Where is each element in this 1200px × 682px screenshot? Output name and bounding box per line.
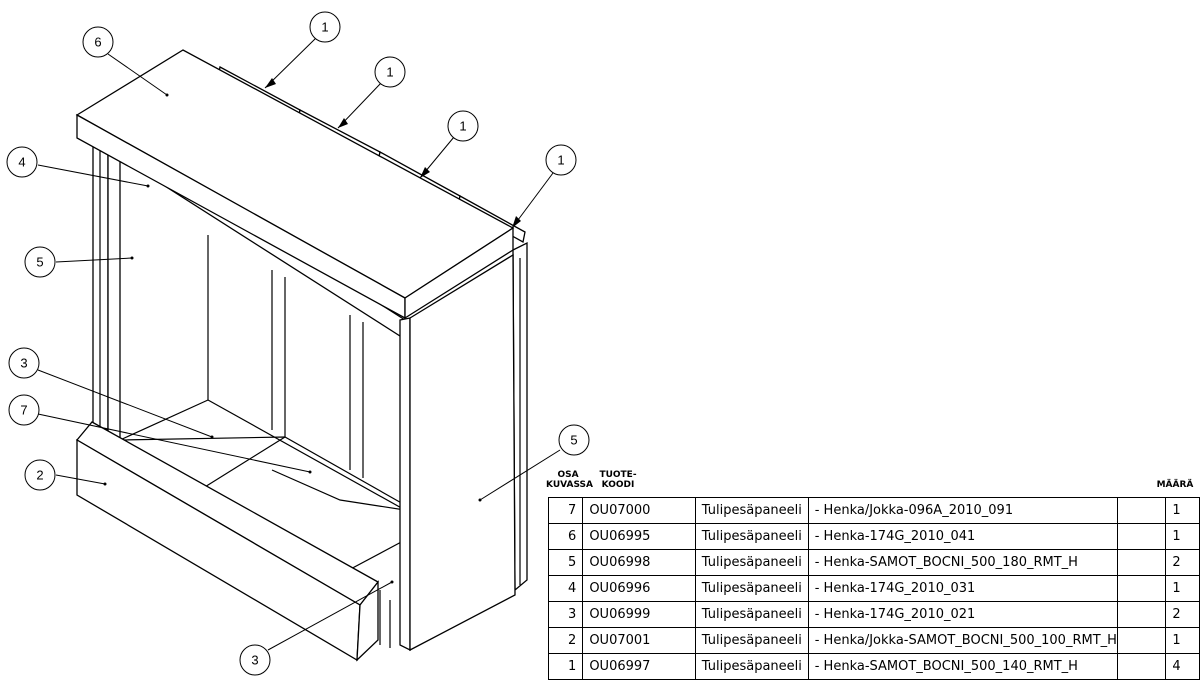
product-code-cell: OU07000 [582, 497, 696, 524]
balloon-part-1: 1 [545, 144, 577, 176]
description-cell: - Henka-SAMOT_BOCNI_500_140_RMT_H [807, 653, 1118, 680]
quantity-cell: 1 [1165, 627, 1200, 654]
quantity-cell: 2 [1165, 601, 1200, 628]
left-side-panel [92, 139, 121, 442]
svg-text:1: 1 [386, 65, 393, 80]
part-number-cell: 5 [547, 549, 584, 576]
empty-cell [1116, 497, 1167, 524]
balloon-part-5: 5 [558, 424, 590, 456]
header-kuvassa: KUVASSA [546, 480, 593, 490]
part-number-cell: 7 [547, 497, 584, 524]
balloon-part-3: 3 [8, 347, 40, 379]
name-cell: Tulipesäpaneeli [694, 549, 809, 576]
part-number-cell: 6 [547, 523, 584, 550]
part-number-cell: 3 [547, 601, 584, 628]
balloon-part-6: 6 [82, 26, 114, 58]
svg-text:6: 6 [94, 35, 101, 50]
svg-text:5: 5 [570, 433, 577, 448]
empty-cell [1116, 523, 1167, 550]
balloon-part-2: 2 [24, 459, 56, 491]
right-side-panel [399, 241, 528, 652]
quantity-cell: 1 [1165, 575, 1200, 602]
balloon-part-1: 1 [447, 110, 479, 142]
description-cell: - Henka/Jokka-096A_2010_091 [807, 497, 1118, 524]
empty-cell [1116, 549, 1167, 576]
name-cell: Tulipesäpaneeli [694, 653, 809, 680]
name-cell: Tulipesäpaneeli [694, 601, 809, 628]
top-slab [75, 49, 526, 320]
description-cell: - Henka-174G_2010_031 [807, 575, 1118, 602]
description-cell: - Henka-174G_2010_041 [807, 523, 1118, 550]
quantity-cell: 4 [1165, 653, 1200, 680]
empty-cell [1116, 575, 1167, 602]
quantity-cell: 2 [1165, 549, 1200, 576]
header-quantity: MÄÄRÄ [1156, 480, 1194, 490]
front-panel [76, 421, 391, 662]
description-cell: - Henka/Jokka-SAMOT_BOCNI_500_100_RMT_H [807, 627, 1118, 654]
name-cell: Tulipesäpaneeli [694, 523, 809, 550]
empty-cell [1116, 601, 1167, 628]
balloon-part-1: 1 [309, 11, 341, 43]
balloon-part-1: 1 [374, 56, 406, 88]
quantity-cell: 1 [1165, 497, 1200, 524]
description-cell: - Henka-174G_2010_021 [807, 601, 1118, 628]
name-cell: Tulipesäpaneeli [694, 575, 809, 602]
balloon-part-7: 7 [8, 394, 40, 426]
part-number-cell: 4 [547, 575, 584, 602]
name-cell: Tulipesäpaneeli [694, 497, 809, 524]
svg-text:1: 1 [557, 153, 564, 168]
quantity-cell: 1 [1165, 523, 1200, 550]
product-code-cell: OU06996 [582, 575, 696, 602]
balloon-part-5: 5 [24, 246, 56, 278]
header-koodi: KOODI [601, 480, 635, 490]
product-code-cell: OU06998 [582, 549, 696, 576]
part-number-cell: 2 [547, 627, 584, 654]
svg-text:1: 1 [321, 20, 328, 35]
part-number-cell: 1 [547, 653, 584, 680]
balloon-part-3: 3 [239, 644, 271, 676]
svg-text:7: 7 [20, 403, 27, 418]
svg-text:3: 3 [20, 356, 27, 371]
svg-text:2: 2 [36, 468, 43, 483]
empty-cell [1116, 653, 1167, 680]
balloon-part-4: 4 [6, 146, 38, 178]
product-code-cell: OU07001 [582, 627, 696, 654]
back-wall [119, 235, 406, 511]
description-cell: - Henka-SAMOT_BOCNI_500_180_RMT_H [807, 549, 1118, 576]
product-code-cell: OU06995 [582, 523, 696, 550]
svg-text:3: 3 [251, 653, 258, 668]
name-cell: Tulipesäpaneeli [694, 627, 809, 654]
empty-cell [1116, 627, 1167, 654]
header-tuote: TUOTE- [599, 470, 637, 480]
header-product-code: TUOTE- KOODI [596, 470, 640, 490]
svg-text:5: 5 [36, 255, 43, 270]
header-osa: OSA [557, 470, 579, 480]
header-part-number: OSA KUVASSA [546, 470, 593, 490]
leader-dots [103, 78, 521, 584]
leader-lines [37, 37, 561, 651]
product-code-cell: OU06999 [582, 601, 696, 628]
svg-text:1: 1 [459, 119, 466, 134]
svg-text:4: 4 [18, 155, 25, 170]
product-code-cell: OU06997 [582, 653, 696, 680]
